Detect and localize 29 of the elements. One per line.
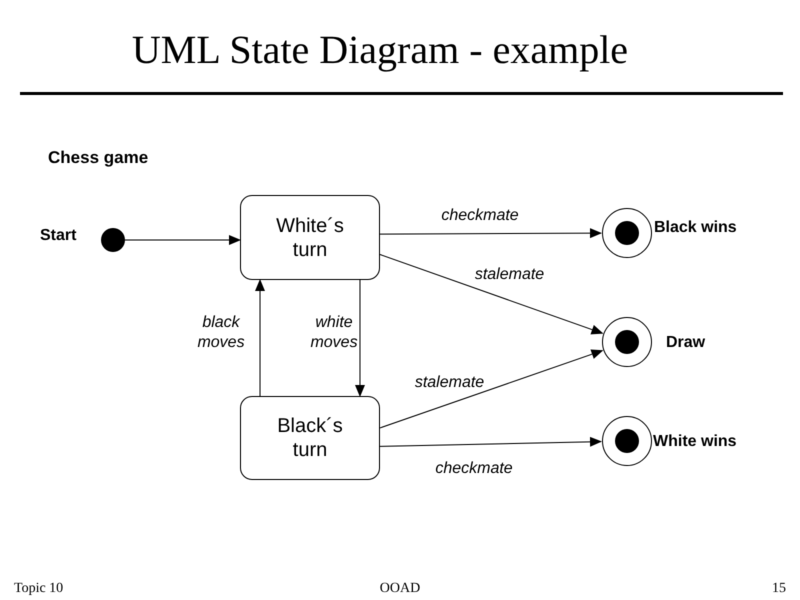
transition-arrow: [124, 235, 241, 246]
state-label: Start: [40, 226, 78, 246]
final-state-symbol: [602, 416, 652, 466]
footer-text: OOAD: [378, 580, 422, 598]
state-name: White´s turn: [275, 214, 345, 262]
final-state-symbol: [602, 317, 652, 367]
transition-arrow: [354, 280, 365, 397]
edge-label: black moves: [196, 313, 246, 353]
diagram-name: Chess game: [48, 147, 148, 169]
transition-arrow: [380, 228, 602, 238]
state-label: Black wins: [654, 218, 738, 238]
state-label: White wins: [653, 432, 738, 452]
footer-text: Topic 10: [14, 580, 64, 598]
state-name: Black´s turn: [276, 414, 344, 462]
edge-label: white moves: [309, 313, 359, 353]
final-state-symbol: [602, 208, 652, 258]
state-box: [240, 396, 380, 480]
edge-label: checkmate: [434, 459, 514, 479]
page-number: 15: [772, 580, 786, 598]
edge-label: checkmate: [440, 206, 520, 226]
transition-arrow: [380, 254, 604, 334]
state-label: Draw: [666, 333, 706, 353]
transition-arrow: [380, 436, 602, 447]
edge-label: stalemate: [414, 373, 486, 393]
transition-arrow: [255, 279, 266, 396]
title: UML State Diagram - example: [130, 26, 630, 74]
transition-arrow: [380, 349, 604, 428]
state-box: [240, 195, 380, 280]
edge-label: stalemate: [474, 265, 546, 285]
